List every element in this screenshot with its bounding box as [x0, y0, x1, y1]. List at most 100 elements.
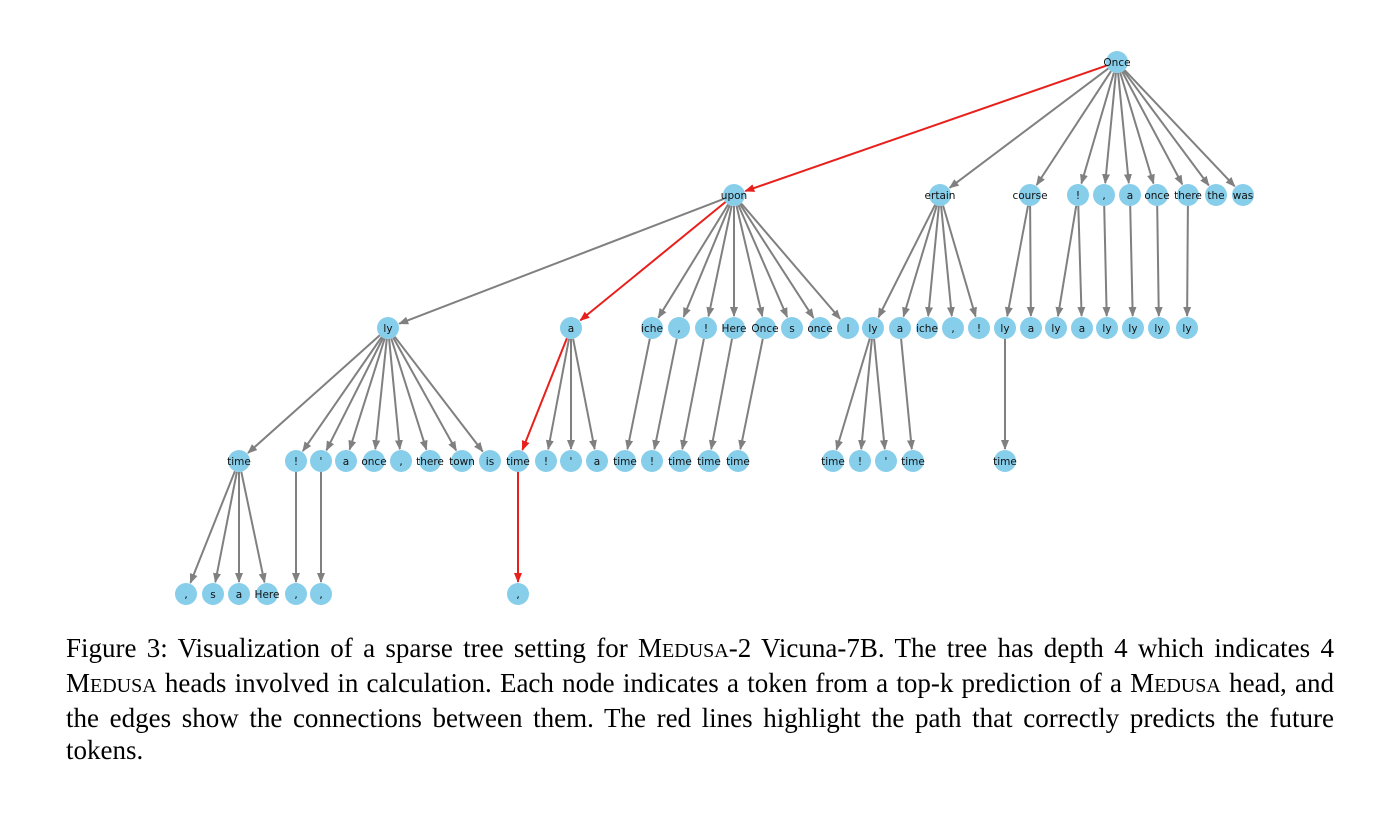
node-circle [310, 450, 332, 472]
tree-node-comma: , [668, 317, 690, 339]
node-label: ! [977, 323, 981, 335]
tree-node-a: a [560, 317, 582, 339]
edge-upon-to-iche1 [657, 203, 730, 319]
tree-node-ly: ly [1045, 317, 1067, 339]
tree-node-time: time [726, 450, 750, 472]
tree-node-apostrophe: ' [560, 450, 582, 472]
node-label: s [210, 589, 215, 601]
node-circle [586, 450, 608, 472]
node-label: a [343, 456, 349, 468]
tree-node-once: Once [751, 317, 779, 339]
edge-ly1-to-once2 [372, 338, 388, 451]
node-label: upon [721, 190, 747, 202]
node-label: a [897, 323, 903, 335]
node-circle [310, 583, 332, 605]
node-label: ! [544, 456, 548, 468]
node-circle [285, 583, 307, 605]
tree-node-exclamation: ! [1067, 184, 1089, 206]
node-label: ' [570, 456, 573, 468]
edge-ex7-to-a7 [1077, 205, 1086, 317]
tree-node-s: s [202, 583, 224, 605]
node-circle [560, 317, 582, 339]
edge-once-to-c8 [1102, 72, 1117, 185]
edge-once-to-was [1123, 69, 1236, 188]
edge-once-to-ertain [948, 67, 1109, 189]
tree-node-apostrophe: ' [875, 450, 897, 472]
node-label: ! [858, 456, 862, 468]
node-label: time [901, 456, 925, 468]
edge-there2-to-ly8 [1183, 205, 1192, 317]
node-label: a [1127, 190, 1133, 202]
node-circle [451, 450, 473, 472]
edge-once-to-the [1122, 70, 1210, 187]
node-label: a [1079, 323, 1085, 335]
tree-node-i: I [837, 317, 859, 339]
tree-node-a: a [586, 450, 608, 472]
node-label: Here [722, 323, 747, 335]
node-circle [1148, 317, 1170, 339]
node-label: , [1102, 190, 1105, 202]
node-label: time [697, 456, 721, 468]
node-circle [228, 583, 250, 605]
figure-caption: Figure 3: Visualization of a sparse tree… [66, 632, 1334, 766]
tree-node-exclamation: ! [535, 450, 557, 472]
node-circle [641, 450, 663, 472]
node-label: iche [916, 323, 938, 335]
node-label: a [1028, 323, 1034, 335]
node-label: ! [704, 323, 708, 335]
node-label: was [1233, 190, 1254, 202]
node-label: ! [294, 456, 298, 468]
node-circle [419, 450, 441, 472]
edge-upon-to-c6 [682, 204, 731, 318]
node-circle [1020, 317, 1042, 339]
tree-node-ly: ly [377, 317, 399, 339]
node-circle [1122, 317, 1144, 339]
node-label: ly [1051, 323, 1060, 335]
node-label: a [568, 323, 574, 335]
node-label: iche [641, 323, 663, 335]
tree-node-exclamation: ! [849, 450, 871, 472]
edge-ly1-to-q1 [325, 337, 384, 452]
node-circle [754, 317, 776, 339]
node-circle [256, 583, 278, 605]
node-circle [994, 317, 1016, 339]
node-circle [849, 450, 871, 472]
node-circle [916, 317, 938, 339]
node-circle [377, 317, 399, 339]
tree-node-comma: , [942, 317, 964, 339]
node-circle [1146, 184, 1168, 206]
edge-time1-to-here1 [240, 471, 267, 584]
tree-node-was: was [1232, 184, 1254, 206]
tree-node-town: town [449, 450, 475, 472]
edge-once3-to-time6 [738, 338, 764, 451]
tree-node-apostrophe: ' [310, 450, 332, 472]
node-label: , [319, 589, 322, 601]
node-circle [202, 583, 224, 605]
tree-node-ly: ly [1148, 317, 1170, 339]
tree-node-iche: iche [916, 317, 938, 339]
node-circle [723, 317, 745, 339]
caption-medusa-2-initial: M [66, 668, 91, 698]
node-label: time [613, 456, 637, 468]
node-label: time [993, 456, 1017, 468]
node-circle [1019, 184, 1041, 206]
node-circle [875, 450, 897, 472]
tree-node-comma: , [175, 583, 197, 605]
edge-ly1-to-is1 [393, 336, 484, 453]
edge-iche1-to-time3 [625, 338, 651, 451]
node-label: , [516, 589, 519, 601]
node-label: is [486, 456, 494, 468]
tree-node-time: time [993, 450, 1017, 472]
tree-node-time: time [901, 450, 925, 472]
edge-time1-to-s1 [213, 471, 238, 584]
edge-upon-to-i1 [740, 202, 841, 320]
node-label: s [789, 323, 794, 335]
edge-a3-to-a4 [572, 338, 597, 451]
edge-ertain-to-iche2 [925, 205, 940, 318]
node-circle [363, 450, 385, 472]
tree-node-comma: , [390, 450, 412, 472]
node-circle [1071, 317, 1093, 339]
node-circle [727, 450, 749, 472]
caption-medusa-3-rest: EDUSA [1154, 675, 1221, 697]
tree-node-exclamation: ! [695, 317, 717, 339]
